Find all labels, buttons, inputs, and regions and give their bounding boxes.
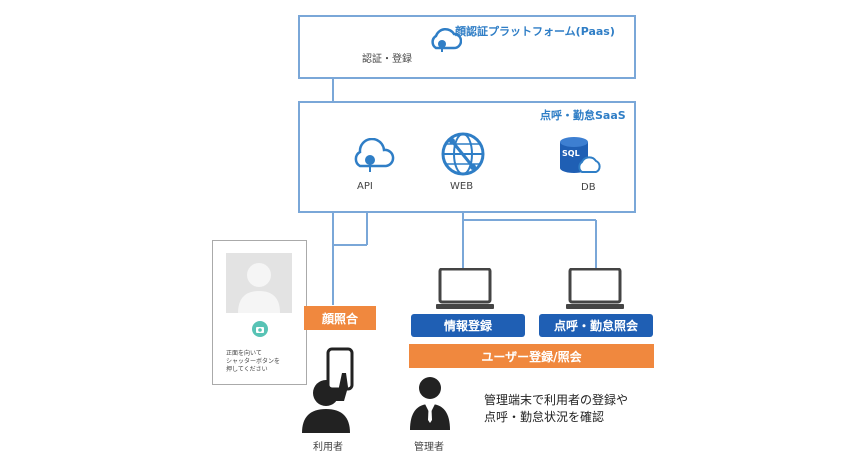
admin-description-line2: 点呼・勤怠状況を確認 (484, 410, 605, 424)
user-label: 利用者 (313, 442, 343, 453)
laptop-icon (436, 268, 494, 310)
sql-label: SQL (562, 149, 580, 158)
phone-instruction-2: シャッターボタンを (226, 358, 281, 365)
camera-shutter-button[interactable] (252, 321, 268, 337)
platform-title: 顔認証プラットフォーム(Paas) (455, 25, 615, 38)
api-label: API (357, 181, 373, 192)
api-cloud-icon (350, 138, 396, 174)
roll-call-attendance-button[interactable]: 点呼・勤怠照会 (539, 314, 653, 337)
info-register-button[interactable]: 情報登録 (411, 314, 525, 337)
admin-description-line1: 管理端末で利用者の登録や (484, 393, 629, 407)
user-register-bar: ユーザー登録/照会 (409, 344, 654, 368)
globe-icon (440, 131, 486, 177)
user-with-phone-icon (298, 347, 368, 433)
laptop-icon-2 (566, 268, 624, 310)
face-match-label: 顔照合 (304, 306, 376, 330)
person-placeholder-icon (226, 253, 292, 313)
web-label: WEB (450, 181, 474, 192)
database-icon: SQL (556, 134, 602, 180)
platform-box (298, 15, 636, 79)
phone-instruction-3: 押してください (226, 366, 268, 373)
saas-title: 点呼・勤怠SaaS (540, 109, 626, 122)
phone-instruction-1: 正面を向いて (226, 350, 262, 357)
auth-register-label: 認証・登録 (362, 54, 412, 65)
cloud-icon (428, 24, 462, 54)
admin-person-icon (408, 374, 452, 430)
db-label: DB (581, 182, 596, 193)
admin-label: 管理者 (414, 442, 444, 453)
